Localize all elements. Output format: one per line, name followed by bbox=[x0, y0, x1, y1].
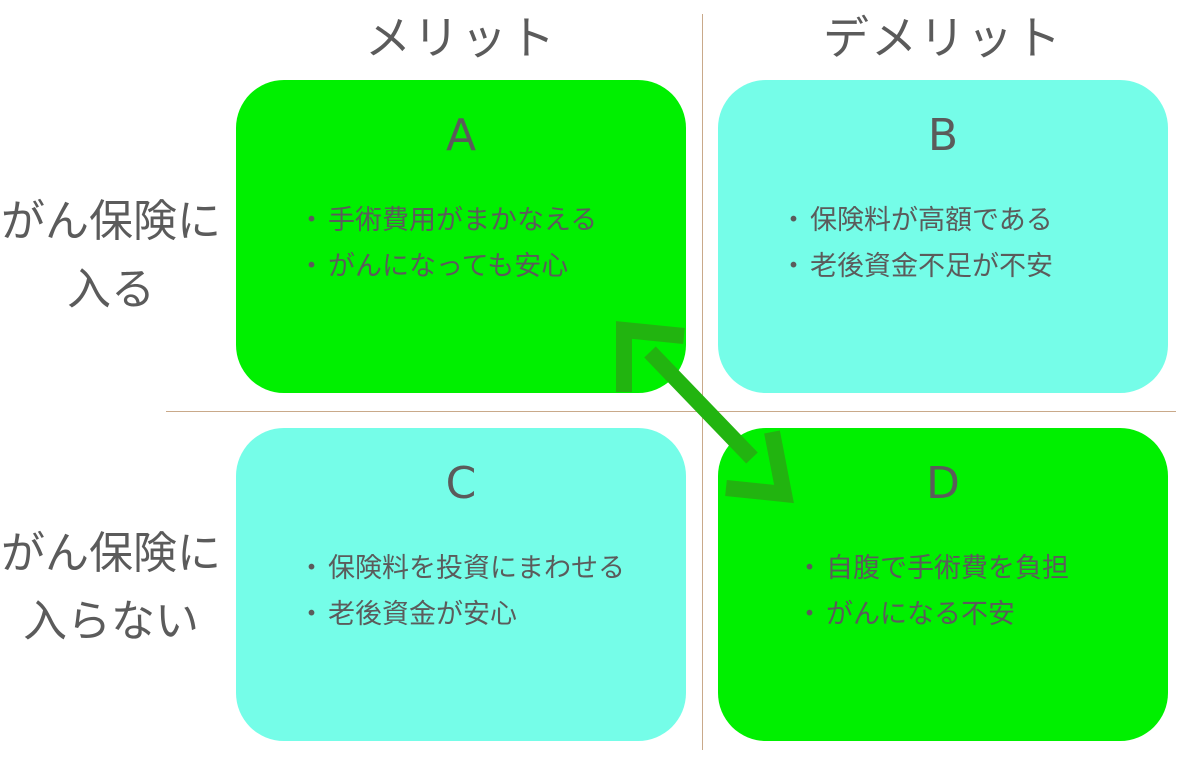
quadrant-d-list: 自腹で手術費を負担 がんになる不安 bbox=[796, 546, 1069, 638]
horizontal-divider bbox=[166, 411, 1176, 412]
quadrant-d-item: 自腹で手術費を負担 bbox=[796, 546, 1069, 592]
quadrant-c: C 保険料を投資にまわせる 老後資金が安心 bbox=[236, 428, 686, 741]
quadrant-b-item: 老後資金不足が不安 bbox=[780, 244, 1053, 290]
quadrant-a-item: 手術費用がまかなえる bbox=[298, 198, 597, 244]
row-header-no-join: がん保険に 入らない bbox=[0, 520, 222, 656]
quadrant-c-letter: C bbox=[445, 458, 477, 509]
quadrant-b-letter: B bbox=[927, 110, 959, 161]
row-header-join: がん保険に 入る bbox=[0, 188, 222, 324]
quadrant-a: A 手術費用がまかなえる がんになっても安心 bbox=[236, 80, 686, 393]
row-header-join-line-1: がん保険に bbox=[1, 196, 221, 247]
quadrant-c-item: 老後資金が安心 bbox=[298, 592, 625, 638]
quadrant-a-list: 手術費用がまかなえる がんになっても安心 bbox=[298, 198, 597, 290]
quadrant-c-list: 保険料を投資にまわせる 老後資金が安心 bbox=[298, 546, 625, 638]
quadrant-d-letter: D bbox=[926, 458, 960, 509]
quadrant-c-item: 保険料を投資にまわせる bbox=[298, 546, 625, 592]
column-header-merit: メリット bbox=[365, 11, 557, 65]
row-header-no-join-line-2: 入らない bbox=[23, 596, 199, 647]
row-header-no-join-line-1: がん保険に bbox=[1, 528, 221, 579]
quadrant-d-item: がんになる不安 bbox=[796, 592, 1069, 638]
quadrant-d: D 自腹で手術費を負担 がんになる不安 bbox=[718, 428, 1168, 741]
quadrant-a-item: がんになっても安心 bbox=[298, 244, 597, 290]
quadrant-b-item: 保険料が高額である bbox=[780, 198, 1053, 244]
quadrant-b: B 保険料が高額である 老後資金不足が不安 bbox=[718, 80, 1168, 393]
vertical-divider bbox=[702, 14, 703, 750]
quadrant-a-letter: A bbox=[445, 110, 477, 161]
row-header-join-line-2: 入る bbox=[67, 264, 155, 315]
column-header-demerit: デメリット bbox=[823, 11, 1063, 65]
quadrant-b-list: 保険料が高額である 老後資金不足が不安 bbox=[780, 198, 1053, 290]
